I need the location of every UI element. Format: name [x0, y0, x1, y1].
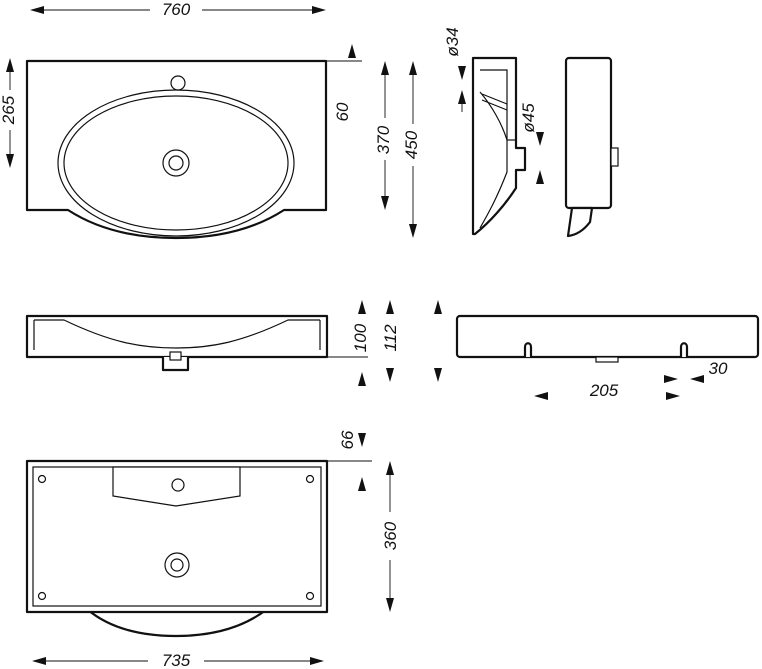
side-elevation-view [564, 56, 619, 238]
rear-view-mount-slot-right [679, 342, 689, 357]
side-section-bowl [479, 69, 508, 229]
front-view-outline [25, 314, 329, 359]
top-view-bowl-inner [63, 95, 289, 231]
bottom-view [25, 459, 329, 638]
dim-bottom-depth-360: 360 [381, 461, 400, 612]
side-section-tap-line-1 [481, 93, 508, 105]
side-elevation-bowl [566, 206, 594, 238]
bottom-view-tap-hole [171, 478, 185, 492]
top-view [25, 59, 328, 240]
front-view-bowl-curve [34, 319, 320, 349]
dim-label-tap-diameter: ø34 [443, 27, 462, 56]
dim-rear-mount-offset: 30 [664, 359, 728, 383]
bottom-view-mount-hole-bl [37, 591, 47, 601]
bottom-view-drain-inner [170, 558, 184, 572]
bottom-view-mount-hole-tl [37, 474, 47, 484]
side-section-tap-line-2 [481, 99, 508, 111]
top-view-drain-inner [168, 155, 184, 171]
dim-top-edge-offset: 60 [326, 44, 362, 129]
dim-tap-hole-diameter: ø34 [443, 27, 466, 112]
dim-label-60: 60 [333, 102, 352, 121]
dim-label-drain-diameter: ø45 [519, 103, 538, 133]
dim-bottom-offset-66: 66 [326, 430, 372, 491]
dim-front-height-112: 112 [381, 300, 400, 382]
rear-view [455, 314, 760, 363]
rear-view-mount-slot-left [523, 342, 533, 357]
dim-label-205: 205 [589, 381, 619, 400]
dim-label-265: 265 [0, 95, 18, 125]
dim-label-370: 370 [374, 125, 393, 154]
dim-label-760: 760 [162, 0, 191, 19]
dim-label-66: 66 [338, 430, 357, 449]
dim-label-360: 360 [381, 521, 400, 550]
dim-top-depth-450: 450 [402, 61, 421, 238]
dim-top-depth-370: 370 [374, 61, 393, 210]
dim-rear-mount-spacing: 205 [534, 381, 680, 400]
dim-top-width: 760 [30, 0, 326, 20]
front-view [25, 314, 329, 372]
side-section-view [471, 56, 527, 236]
side-elevation-body [564, 56, 613, 210]
dim-label-100: 100 [351, 323, 370, 352]
dim-label-30: 30 [709, 359, 728, 378]
bottom-view-bowl-curve [86, 608, 268, 638]
dim-drain-diameter: ø45 [519, 103, 544, 184]
side-section-outline [471, 56, 527, 236]
dim-bottom-width: 735 [32, 650, 324, 669]
dim-top-depth-left: 265 [0, 58, 20, 168]
rear-view-outline [455, 314, 760, 359]
dim-label-450: 450 [402, 130, 421, 159]
top-view-tap-hole [170, 75, 186, 91]
front-view-drain-inner [169, 351, 182, 361]
bottom-view-mount-hole-tr [305, 474, 315, 484]
rear-view-drain [595, 356, 619, 363]
side-section-bowl-curve [479, 91, 508, 141]
dim-front-height-100: 100 [326, 300, 371, 386]
dim-label-112: 112 [381, 324, 400, 352]
side-elevation-drain [610, 147, 619, 167]
bottom-view-mount-hole-br [305, 591, 315, 601]
front-view-drain [161, 357, 190, 372]
dim-label-735: 735 [162, 651, 191, 669]
dim-rear-height-marker [434, 300, 442, 382]
bottom-view-outline [25, 459, 329, 614]
